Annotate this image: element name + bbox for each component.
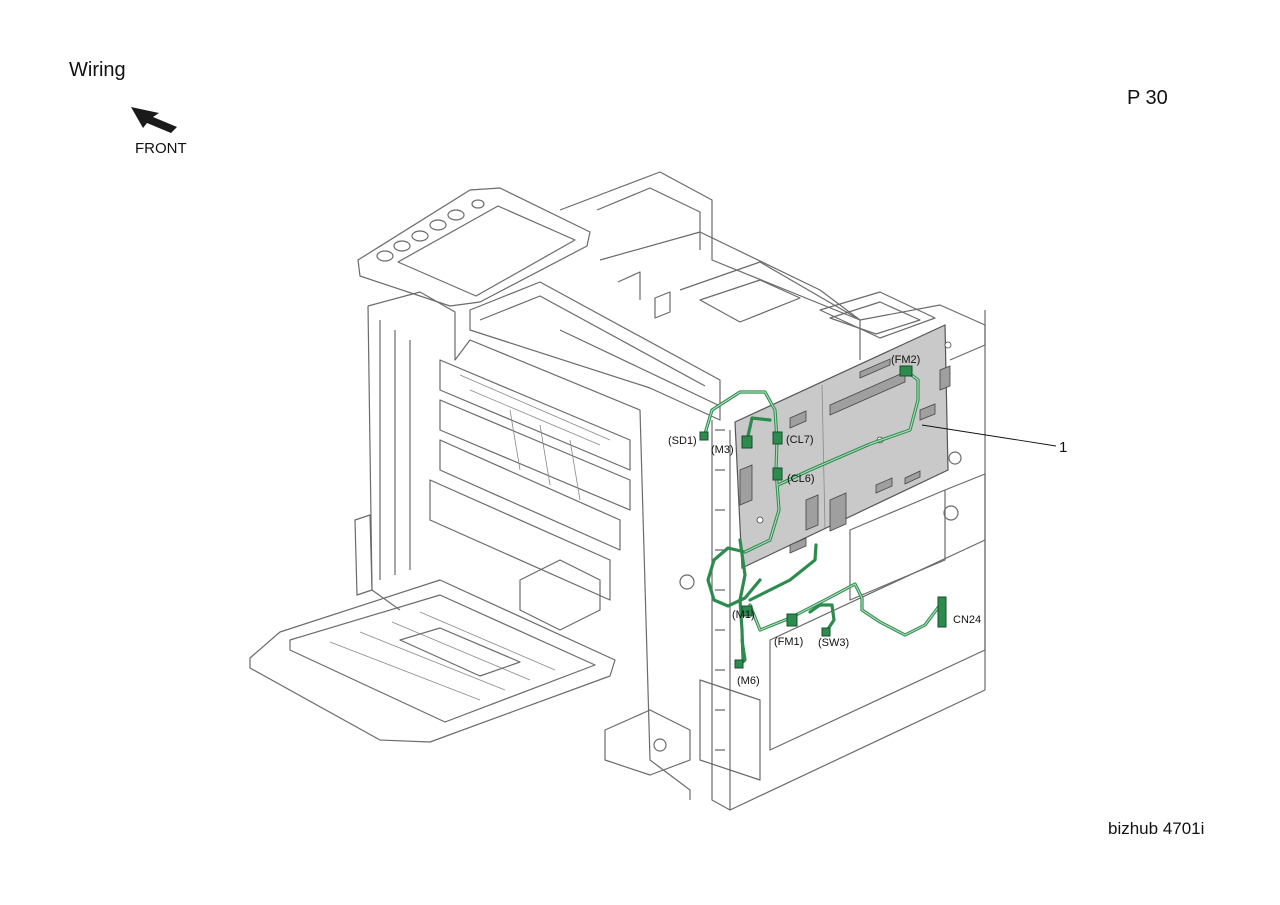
label-m6: (M6) [737,675,760,687]
label-m3: (M3) [711,444,734,456]
callout-line [921,424,1057,447]
wire-harness [699,365,947,669]
control-board [734,324,952,569]
model-name: bizhub 4701i [1108,819,1205,838]
label-fm1: (FM1) [774,636,803,648]
label-sd1: (SD1) [668,435,697,447]
callout-ref-number: 1 [1059,439,1067,456]
label-sw3: (SW3) [818,637,849,649]
label-fm2: (FM2) [891,354,920,366]
label-m1: (M1) [732,609,755,621]
label-cl6: (CL6) [787,473,815,485]
front-arrow-icon [131,107,177,133]
front-label: FRONT [135,140,187,157]
label-cn24: CN24 [953,614,981,626]
label-cl7: (CL7) [786,434,814,446]
machine-frame [249,171,986,811]
section-title: Wiring [69,59,126,81]
page-number: P 30 [1127,87,1168,109]
